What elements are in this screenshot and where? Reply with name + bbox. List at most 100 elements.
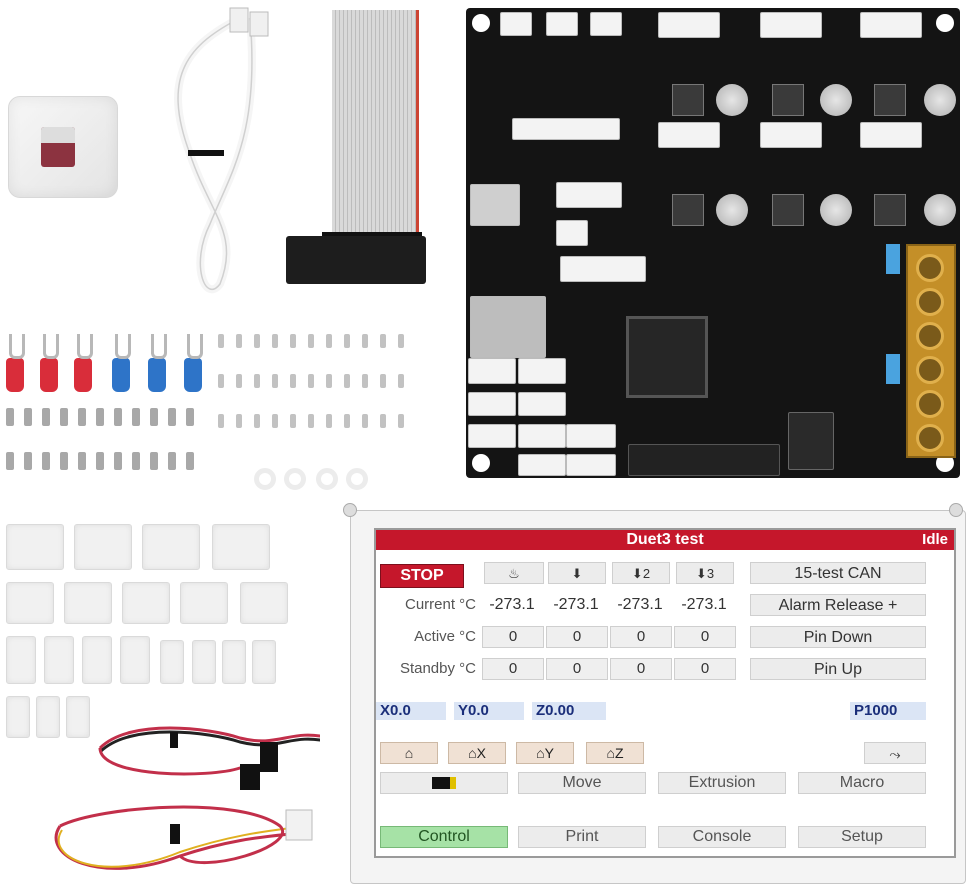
sd-card-button[interactable] (380, 772, 508, 794)
crimp-pin (326, 414, 332, 428)
io-connector (468, 392, 516, 416)
stepper-driver (672, 194, 704, 226)
io-connector (566, 424, 616, 448)
lcd-screen: Duet3 test Idle STOP ♨ ⬇ ⬇2 ⬇3 15-test C… (374, 528, 956, 858)
connector-housing (120, 636, 150, 684)
crimp-pin (290, 334, 296, 348)
crimp-terminal (114, 408, 122, 426)
washer (254, 468, 276, 490)
capacitor (820, 194, 852, 226)
crimp-terminal (96, 408, 104, 426)
standby-temp-field[interactable]: 0 (674, 658, 736, 680)
tool-2-icon: ⬇ (631, 566, 643, 581)
io-connector (518, 358, 566, 384)
micro-sd-card (41, 127, 75, 167)
tab-print[interactable]: Print (518, 826, 646, 848)
crimp-pins (218, 334, 418, 454)
active-temp-field[interactable]: 0 (610, 626, 672, 648)
io-connector (518, 392, 566, 416)
crimp-pin (308, 374, 314, 388)
active-temp-field[interactable]: 0 (674, 626, 736, 648)
io-connector (468, 358, 516, 384)
alarm-release-button[interactable]: Alarm Release + (750, 594, 926, 616)
tab-setup[interactable]: Setup (798, 826, 926, 848)
connector-housing (180, 582, 228, 624)
move-button[interactable]: Move (518, 772, 646, 794)
crimp-terminal (132, 452, 140, 470)
endstop-cable (98, 726, 320, 790)
pin-down-button[interactable]: Pin Down (750, 626, 926, 648)
capacitor (924, 194, 956, 226)
mounting-hole (936, 14, 954, 32)
crimp-terminal (168, 408, 176, 426)
extrusion-button[interactable]: Extrusion (658, 772, 786, 794)
z-position: Z0.00 (532, 702, 606, 720)
connector (500, 12, 532, 36)
crimp-pin (290, 414, 296, 428)
home-z-button[interactable]: ⌂Z (586, 742, 644, 764)
stop-button[interactable]: STOP (380, 564, 464, 588)
standby-temp-field[interactable]: 0 (546, 658, 608, 680)
active-temp-field[interactable]: 0 (482, 626, 544, 648)
pin-up-button[interactable]: Pin Up (750, 658, 926, 680)
crimp-terminal (186, 452, 194, 470)
power-terminal-block (906, 244, 956, 458)
tool-3-button[interactable]: ⬇3 (676, 562, 734, 584)
crimp-terminals (6, 408, 206, 494)
capacitor (716, 84, 748, 116)
motor-connector (658, 122, 720, 148)
x-position: X0.0 (376, 702, 446, 720)
home-x-button[interactable]: ⌂X (448, 742, 506, 764)
mounting-hole (936, 454, 954, 472)
controller-board (466, 8, 960, 478)
active-temp-field[interactable]: 0 (546, 626, 608, 648)
screw (916, 322, 944, 350)
crimp-pin (380, 334, 386, 348)
mounting-hole (343, 503, 357, 517)
crimp-terminal (168, 452, 176, 470)
board-button[interactable]: 15-test CAN (750, 562, 926, 584)
tab-console[interactable]: Console (658, 826, 786, 848)
crimp-pin (398, 414, 404, 428)
home-y-button[interactable]: ⌂Y (516, 742, 574, 764)
standby-temp-field[interactable]: 0 (610, 658, 672, 680)
crimp-pin (236, 334, 242, 348)
current-temp-label: Current °C (404, 596, 476, 613)
mounting-hole (472, 14, 490, 32)
machine-title: Duet3 test (626, 531, 704, 548)
connector-housing (122, 582, 170, 624)
standby-temp-field[interactable]: 0 (482, 658, 544, 680)
current-temp-value: -273.1 (617, 596, 663, 613)
ethernet-port (470, 296, 546, 358)
crimp-pin (290, 374, 296, 388)
washer (316, 468, 338, 490)
screw (916, 390, 944, 418)
crimp-pin (344, 334, 350, 348)
crimp-pin (362, 414, 368, 428)
sd-card-icon (432, 777, 456, 789)
tool-2-button[interactable]: ⬇2 (612, 562, 670, 584)
temp-connectors (560, 256, 646, 282)
io-connector (468, 424, 516, 448)
crimp-pin (398, 334, 404, 348)
crimp-terminal (6, 408, 14, 426)
home-all-button[interactable]: ⌂ (380, 742, 438, 764)
tab-control[interactable]: Control (380, 826, 508, 848)
bed-heater-button[interactable]: ♨ (484, 562, 544, 584)
crimp-pin (272, 334, 278, 348)
tool-0-button[interactable]: ⬇ (548, 562, 606, 584)
crimp-terminal (60, 452, 68, 470)
crimp-pin (344, 374, 350, 388)
standby-temp-label: Standby °C (399, 660, 476, 677)
connector-housing (44, 636, 74, 684)
bed-probe-button[interactable]: ⤳ (864, 742, 926, 764)
y-position: Y0.0 (454, 702, 524, 720)
macro-button[interactable]: Macro (798, 772, 926, 794)
crimp-pin (254, 374, 260, 388)
red-fork-terminal (40, 334, 59, 392)
home-all-icon: ⌂ (404, 745, 414, 761)
screw (916, 254, 944, 282)
crimp-terminal (78, 408, 86, 426)
crimp-pin (362, 334, 368, 348)
blue-fork-terminal (112, 334, 131, 392)
